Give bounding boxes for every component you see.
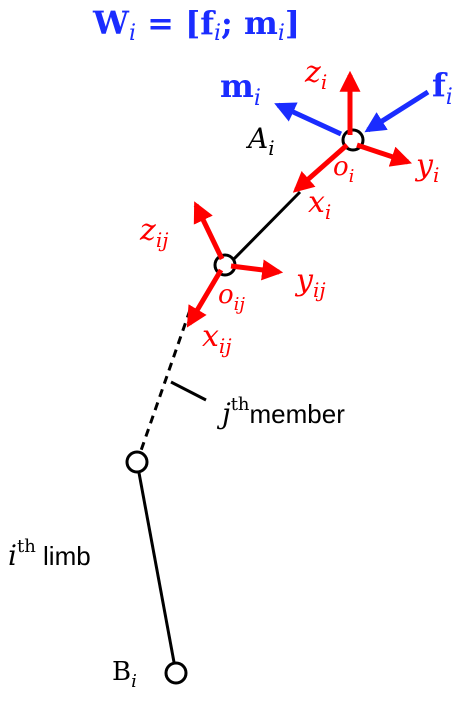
member-pointer-line [170,380,207,402]
point-B-label: Bi [112,657,137,692]
moment-label-sub: i [254,86,261,111]
wrench-W-sub: i [129,21,136,46]
frame-i-y-axis-arrow [356,142,412,167]
frame-ij-x-label: xij [202,319,232,358]
frame-i-x-axis-arrow [292,143,349,193]
frame-ij-origin-label: oij [218,280,245,315]
wrench-equals-bracket: = [ [136,4,200,42]
frame-ij-z-axis-arrow [193,201,225,261]
limb-label: ith limb [8,536,91,572]
moment-label-base: m [220,67,254,105]
wrench-close-bracket: ] [285,4,300,42]
wrench-f-sub: i [214,21,221,46]
wrench-m: m [244,4,278,42]
moment-label: mi [220,67,261,111]
frame-ij-y-label: yij [294,263,326,302]
frame-ij-z-label: zij [139,213,168,252]
frame-ij-x-axis-arrow [186,268,224,328]
frame-ij-y-axis-arrow [230,259,284,281]
force-arrow [364,89,430,133]
point-A-label: Ai [245,122,275,160]
member-solid-segment [226,190,302,267]
frame-i-z-label: zi [304,55,327,94]
force-label-base: f [432,66,448,104]
wrench-equation: Wi = [fi; mi] [92,4,300,46]
frame-i-x-label: xi [308,185,331,224]
frame-i-origin-label: oi [333,152,354,187]
wrench-f: f [200,4,216,42]
moment-arrow [274,102,343,137]
limb-solid-segment-upper [135,461,178,674]
member-label: jthmember [216,394,345,430]
joint-middle-circle [125,450,149,474]
frame-i-y-label: yi [414,148,439,187]
force-label-sub: i [446,85,453,110]
wrench-semicolon: ; [221,4,244,42]
joint-B-circle [164,661,188,685]
force-label: fi [432,66,453,110]
wrench-m-sub: i [278,21,285,46]
wrench-W: W [92,4,130,42]
